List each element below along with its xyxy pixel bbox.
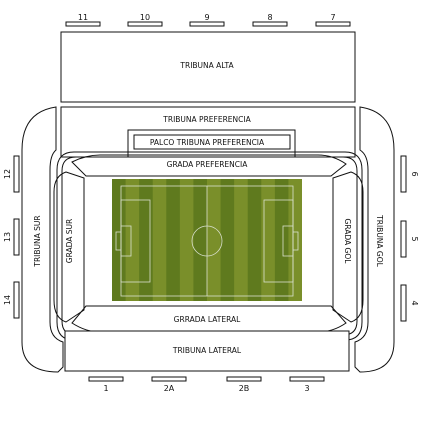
label-grada-lateral: GRRADA LATERAL bbox=[174, 315, 241, 324]
pitch-stripe bbox=[125, 179, 140, 301]
label-grada-preferencia: GRADA PREFERENCIA bbox=[167, 160, 249, 169]
label-grada-gol: GRADA GOL bbox=[343, 219, 352, 265]
pitch-stripe bbox=[152, 179, 167, 301]
gate-9-marker[interactable] bbox=[189, 21, 225, 27]
gate-8-label: 8 bbox=[267, 13, 272, 22]
gate-11-marker[interactable] bbox=[65, 21, 101, 27]
pitch-stripe bbox=[261, 179, 275, 301]
gate-5-label: 5 bbox=[410, 236, 419, 241]
section-grada-sur[interactable] bbox=[53, 171, 85, 323]
section-palco-tribuna-preferencia[interactable] bbox=[133, 134, 291, 150]
label-tribuna-preferencia: TRIBUNA PREFERENCIA bbox=[162, 115, 251, 124]
gate-10-label: 10 bbox=[140, 13, 150, 22]
gate-2a-marker[interactable] bbox=[151, 376, 187, 382]
label-palco-tribuna-preferencia: PALCO TRIBUNA PREFERENCIA bbox=[150, 138, 265, 147]
pitch-stripes bbox=[125, 179, 302, 301]
gate-7-label: 7 bbox=[330, 13, 335, 22]
label-tribuna-sur: TRIBUNA SUR bbox=[33, 215, 42, 267]
section-tribuna-gol[interactable] bbox=[354, 106, 395, 373]
gate-12-marker[interactable] bbox=[13, 155, 20, 193]
gate-3-marker[interactable] bbox=[289, 376, 325, 382]
section-tribuna-alta[interactable] bbox=[60, 31, 356, 103]
label-grada-sur: GRADA SUR bbox=[65, 219, 74, 263]
pitch-right-goal bbox=[292, 231, 299, 251]
gate-6-label: 6 bbox=[410, 171, 419, 176]
gate-10-marker[interactable] bbox=[127, 21, 163, 27]
pitch-stripe bbox=[179, 179, 194, 301]
gate-4-label: 4 bbox=[410, 300, 419, 305]
pitch-left-goal bbox=[115, 231, 122, 251]
gate-2a-label: 2A bbox=[164, 384, 175, 393]
pitch-stripe bbox=[288, 179, 302, 301]
gate-9-label: 9 bbox=[204, 13, 209, 22]
football-pitch bbox=[112, 179, 302, 301]
section-tribuna-lateral[interactable] bbox=[64, 330, 350, 372]
section-tribuna-sur[interactable] bbox=[21, 106, 64, 373]
gate-3-label: 3 bbox=[304, 384, 309, 393]
pitch-stripe bbox=[207, 179, 221, 301]
gate-5-marker[interactable] bbox=[400, 220, 407, 258]
gate-2b-label: 2B bbox=[239, 384, 250, 393]
label-tribuna-lateral: TRIBUNA LATERAL bbox=[172, 346, 242, 355]
section-grada-gol[interactable] bbox=[332, 171, 364, 323]
gate-7-marker[interactable] bbox=[315, 21, 351, 27]
pitch-center-circle bbox=[191, 225, 223, 257]
pitch-stripe bbox=[234, 179, 248, 301]
gate-14-label: 14 bbox=[3, 295, 12, 305]
label-tribuna-gol: TRIBUNA GOL bbox=[375, 214, 384, 267]
gate-4-marker[interactable] bbox=[400, 284, 407, 322]
gate-13-marker[interactable] bbox=[13, 218, 20, 256]
gate-2b-marker[interactable] bbox=[226, 376, 262, 382]
left-gates: 12 13 14 bbox=[3, 155, 20, 319]
gate-12-label: 12 bbox=[3, 169, 12, 179]
section-grada-preferencia[interactable] bbox=[71, 154, 347, 177]
gate-1-label: 1 bbox=[103, 384, 108, 393]
gate-8-marker[interactable] bbox=[252, 21, 288, 27]
gate-13-label: 13 bbox=[3, 232, 12, 242]
right-gates: 6 5 4 bbox=[400, 155, 419, 322]
label-tribuna-alta: TRIBUNA ALTA bbox=[179, 61, 234, 70]
gate-6-marker[interactable] bbox=[400, 155, 407, 193]
gate-11-label: 11 bbox=[78, 13, 88, 22]
top-gates: 11 10 9 8 7 bbox=[65, 13, 351, 27]
gate-14-marker[interactable] bbox=[13, 281, 20, 319]
gate-1-marker[interactable] bbox=[88, 376, 124, 382]
bottom-gates: 1 2A 2B 3 bbox=[88, 376, 325, 393]
